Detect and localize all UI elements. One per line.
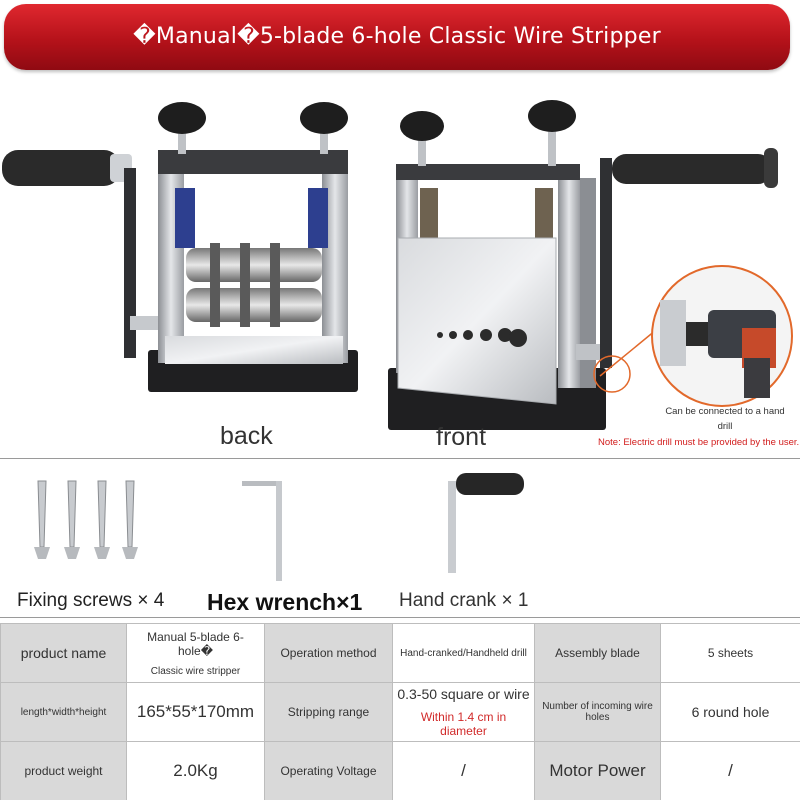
drill-caption: Can be connected to a hand drill — [665, 406, 785, 432]
screw-icons — [34, 480, 138, 559]
stripping-range-note: Within 1.4 cm in diameter — [420, 710, 507, 738]
spec-value: 6 round hole — [660, 682, 800, 742]
spec-value: Manual 5-blade 6-hole� Classic wire stri… — [126, 623, 265, 683]
spec-label: product weight — [0, 741, 127, 800]
drill-callout — [593, 265, 793, 407]
title-banner: �Manual�5-blade 6-hole Classic Wire Stri… — [4, 4, 790, 70]
hex-wrench-icon — [242, 481, 282, 581]
product-images: back front Can be connected to a hand dr… — [0, 88, 800, 458]
spec-value: / — [660, 741, 800, 800]
spec-value: / — [392, 741, 535, 800]
spec-label: Assembly blade — [534, 623, 661, 683]
front-view-label: front — [436, 423, 487, 451]
hex-wrench-label: Hex wrench×1 — [207, 589, 363, 615]
product-illustration — [2, 100, 793, 430]
spec-table: product name Manual 5-blade 6-hole� Clas… — [0, 623, 800, 800]
spec-value: 5 sheets — [660, 623, 800, 683]
screw-icon — [64, 480, 80, 559]
accessories-section: Fixing screws × 4 Hex wrench×1 Hand cran… — [0, 458, 800, 618]
screws-label: Fixing screws × 4 — [17, 590, 165, 611]
spec-label: Number of incoming wire holes — [534, 682, 661, 742]
stripping-range-value: 0.3-50 square or wire — [397, 686, 530, 702]
accessories-illustration — [34, 473, 524, 581]
spec-label: Motor Power — [534, 741, 661, 800]
product-name-line2: Classic wire stripper — [150, 665, 241, 677]
hand-crank-label: Hand crank × 1 — [399, 590, 529, 611]
back-view-machine — [2, 102, 358, 392]
spec-label: Operating Voltage — [264, 741, 393, 800]
drill-note: Note: Electric drill must be provided by… — [598, 437, 800, 448]
spec-row: length*width*height 165*55*170mm Strippi… — [0, 682, 800, 742]
spec-label: length*width*height — [0, 682, 127, 742]
product-name-line1: Manual 5-blade 6-hole� — [147, 629, 244, 658]
banner-title: �Manual�5-blade 6-hole Classic Wire Stri… — [133, 24, 661, 49]
spec-label: Stripping range — [264, 682, 393, 742]
spec-value: Hand-cranked/Handheld drill — [392, 623, 535, 683]
spec-label: product name — [0, 623, 127, 683]
screw-icon — [34, 480, 50, 559]
screw-icon — [94, 480, 110, 559]
spec-value: 2.0Kg — [126, 741, 265, 800]
spec-value: 0.3-50 square or wire Within 1.4 cm in d… — [392, 682, 535, 742]
screw-icon — [122, 480, 138, 559]
spec-value: 165*55*170mm — [126, 682, 265, 742]
hand-crank-icon — [448, 473, 524, 573]
spec-label: Operation method — [264, 623, 393, 683]
front-view-machine — [388, 100, 778, 430]
back-view-label: back — [220, 422, 273, 450]
spec-row: product name Manual 5-blade 6-hole� Clas… — [0, 623, 800, 683]
spec-row: product weight 2.0Kg Operating Voltage /… — [0, 741, 800, 800]
